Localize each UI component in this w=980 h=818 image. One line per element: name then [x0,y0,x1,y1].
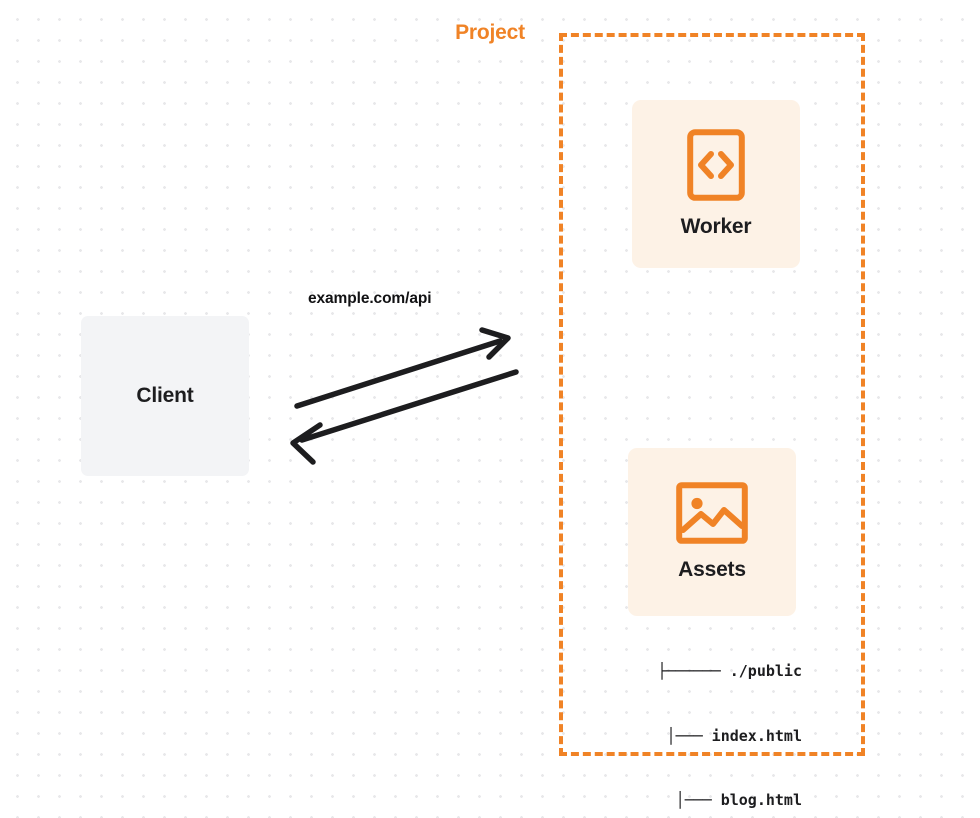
client-node[interactable]: Client [81,316,249,476]
image-icon [676,482,748,544]
worker-card[interactable]: Worker [632,100,800,268]
project-boundary [559,33,865,756]
file-tree-row: │─── index.html [666,726,802,745]
worker-card-label: Worker [680,215,752,238]
assets-file-tree: ├────── ./public │─── index.html │─── bl… [604,618,803,818]
file-tree-row: ├────── ./public [657,662,803,680]
file-tree-row: │─── blog.html [675,791,802,809]
connector-url-label: example.com/api [308,290,432,307]
response-arrow-icon [290,369,519,465]
assets-card-label: Assets [678,558,746,581]
request-arrow-icon [294,327,511,409]
project-title: Project [449,21,531,45]
code-brackets-icon [687,129,745,201]
client-node-label: Client [136,384,194,407]
assets-card[interactable]: Assets [628,448,796,616]
